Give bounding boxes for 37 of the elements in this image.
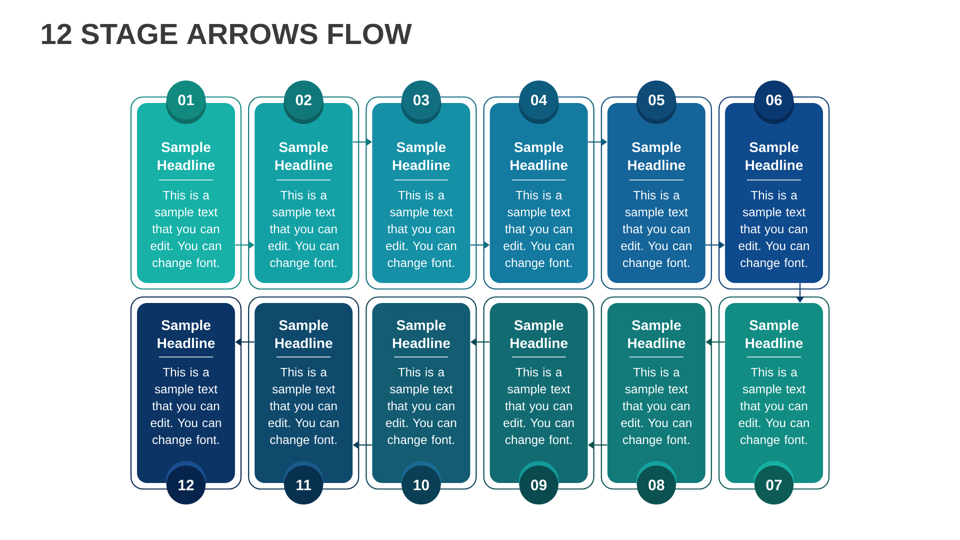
headline: Sample Headline: [628, 142, 686, 170]
number-badge: 08: [636, 461, 676, 504]
body-text: This is a sample text that you can edit. You can change font.: [738, 368, 809, 446]
number-badge: 06: [754, 80, 794, 124]
body-text: This is a sample text that you can edit. You can change font.: [386, 190, 456, 270]
body-text: This is a sample text that you can edit. You can change font.: [268, 368, 339, 446]
number-badge: 07: [754, 461, 794, 504]
body-text: This is a sample text that you can edit. You can change font.: [738, 190, 809, 270]
body-text: This is a sample text that you can edit. You can change font.: [150, 368, 221, 446]
headline: Sample Headline: [746, 142, 803, 170]
body-text: This is a sample text that you can edit. You can change font.: [504, 368, 574, 446]
number-badge: 09: [518, 461, 559, 504]
number-badge: 03: [401, 80, 442, 124]
body-text: This is a sample text that you can edit. You can change font.: [386, 368, 456, 446]
body-text: This is a sample text that you can edit. You can change font.: [621, 190, 692, 270]
headline: Sample Headline: [275, 142, 332, 170]
body-text: This is a sample text that you can edit. You can change font.: [504, 190, 574, 270]
headline: Sample Headline: [158, 320, 215, 348]
number-badge: 05: [636, 80, 676, 124]
headline: Sample Headline: [746, 320, 803, 348]
number-badge: 11: [284, 461, 324, 504]
number-badge: 12: [166, 461, 206, 504]
body-text: This is a sample text that you can edit. You can change font.: [621, 368, 692, 446]
headline: Sample Headline: [275, 320, 332, 348]
number-badge: 10: [401, 461, 442, 504]
headline: Sample Headline: [510, 142, 568, 170]
headline: Sample Headline: [628, 320, 686, 348]
headline: Sample Headline: [158, 142, 215, 170]
headline: Sample Headline: [510, 320, 568, 348]
number-badge: 04: [518, 80, 559, 124]
headline: Sample Headline: [392, 320, 450, 348]
headline: Sample Headline: [392, 142, 450, 170]
body-text: This is a sample text that you can edit. You can change font.: [268, 190, 339, 270]
number-badge: 02: [284, 80, 324, 124]
body-text: This is a sample text that you can edit. You can change font.: [150, 190, 221, 270]
number-badge: 01: [166, 80, 206, 124]
title: 12 STAGE ARROWS FLOW: [42, 24, 412, 44]
